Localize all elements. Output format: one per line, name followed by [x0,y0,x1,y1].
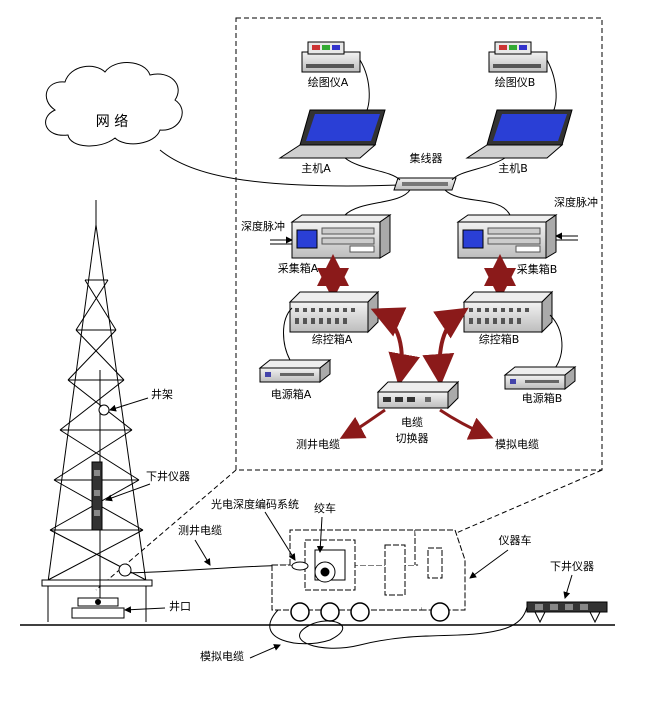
power-box-b [503,365,577,391]
network-link [159,149,401,187]
analog-cable [269,606,528,649]
derrick-label: 井架 [151,387,173,401]
acquisition-box-a [290,214,392,259]
acq-box-b-label: 采集箱B [517,262,558,276]
instrument-truck-label: 仪器车 [499,533,532,547]
plotter-a [301,41,361,73]
control-box-b [462,290,554,334]
power-box-a-label: 电源箱A [271,387,312,401]
analog-cable-inner-label: 模拟电缆 [495,437,539,451]
cable-switch-label-line1: 电缆 [401,416,423,429]
wellhead [71,597,125,619]
host-a-label: 主机A [301,161,331,175]
power-box-a [258,358,332,384]
host-a-laptop [278,109,386,159]
encoder-system-label: 光电深度编码系统 [211,497,299,511]
ctrl-box-a-label: 综控箱A [312,332,353,346]
cable-switch [376,380,460,410]
network-label: 网 络 [96,114,128,130]
downhole-tool-in-well [91,461,103,531]
ctrl-box-b-label: 综控箱B [479,332,520,346]
depth-pulse-left-label: 深度脉冲 [241,219,285,233]
hub-label: 集线器 [410,151,443,165]
cable-switch-label-line2: 切换器 [396,431,429,445]
logging-cable-inner-label: 测井电缆 [296,437,340,451]
network-cloud: 网 络 [45,62,183,147]
derrick [41,200,153,622]
plotter-b-label: 绘图仪B [495,75,536,89]
ctrl-a-switch-arrow [370,307,420,386]
plotter-a-label: 绘图仪A [308,75,349,89]
acquisition-box-b [456,214,558,259]
hub [393,177,457,191]
depth-pulse-right-label: 深度脉冲 [554,195,598,209]
analog-cable-outer-label: 模拟电缆 [200,649,244,663]
ctrl-b-switch-arrow [422,307,469,386]
downhole-tool-ground [526,601,608,624]
logging-cable-outer-label: 测井电缆 [178,523,222,537]
wellhead-label: 井口 [169,599,191,613]
host-b-label: 主机B [498,161,528,175]
acq-box-a-label: 采集箱A [278,261,319,275]
winch [314,549,346,583]
power-box-b-label: 电源箱B [522,391,563,405]
downhole-tool-right-label: 下井仪器 [550,559,594,573]
control-box-a [288,290,380,334]
downhole-tool-left-label: 下井仪器 [146,469,190,483]
truck-wheels [290,602,450,622]
winch-label: 绞车 [314,501,336,515]
host-b-laptop [465,109,573,159]
plotter-b [488,41,548,73]
